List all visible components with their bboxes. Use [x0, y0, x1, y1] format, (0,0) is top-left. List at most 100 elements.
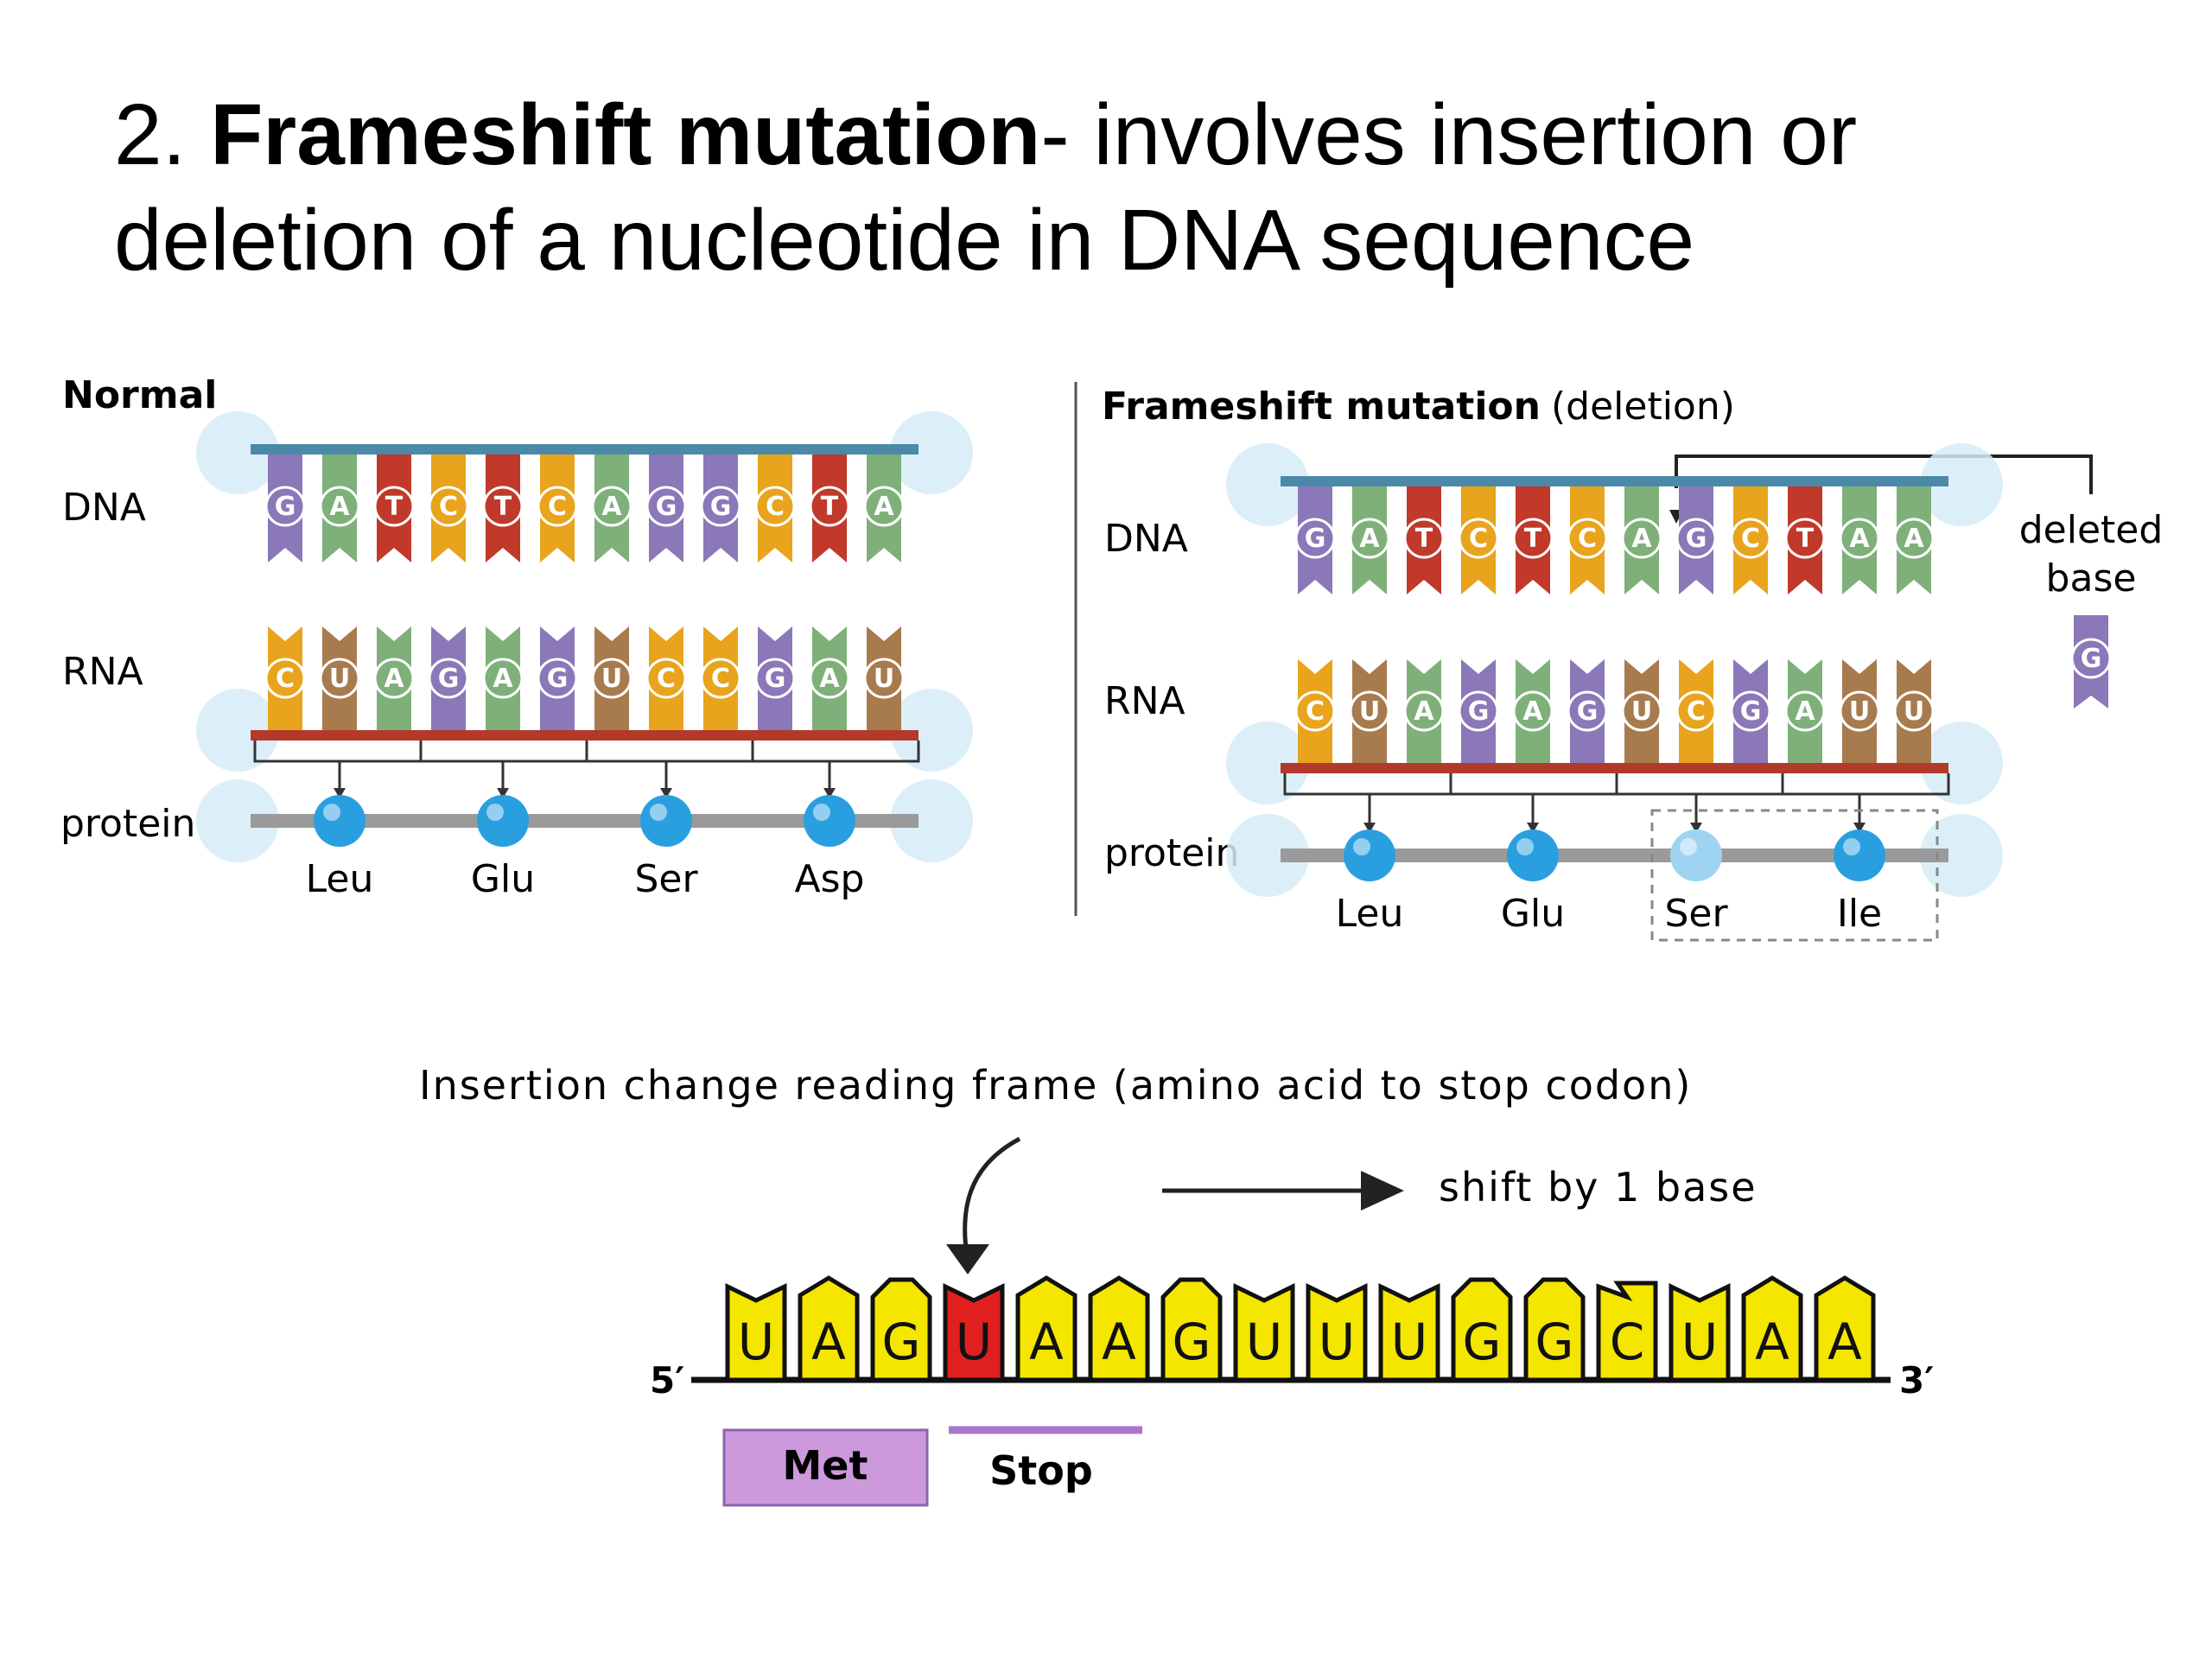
normal-dna-base-0-disc — [264, 486, 306, 527]
insertion-base-3 — [943, 1283, 1005, 1382]
normal-amino-ball-0 — [314, 795, 365, 847]
normal-dna-base-6-letter: A — [601, 492, 622, 522]
deletion-dna-base-11-letter: A — [1904, 524, 1924, 554]
deletion-amino-label-3: Ile — [1837, 892, 1882, 936]
normal-dna-base-9-disc — [754, 486, 796, 527]
deletion-dna-base-0-disc — [1294, 518, 1336, 559]
deletion-dna-glow-left — [1226, 443, 1309, 526]
normal-rna-base-11-disc — [863, 658, 905, 699]
deletion-rna-glow-left — [1226, 721, 1309, 804]
deletion-rna-backbone — [1281, 763, 1948, 773]
normal-codon-arrowhead-2 — [660, 788, 672, 798]
insertion-base-letter-9: U — [1391, 1313, 1427, 1371]
normal-dna-base-2-letter: T — [385, 492, 404, 522]
deletion-dna-base-9-letter: T — [1796, 524, 1815, 554]
met-codon-box — [722, 1428, 929, 1507]
deletion-dna-base-2-disc — [1403, 518, 1445, 559]
normal-rna-base-0-letter: C — [276, 664, 295, 694]
deletion-rna-base-0-letter: C — [1306, 696, 1325, 727]
deletion-rna-base-6-disc — [1621, 690, 1662, 732]
normal-amino-ball-1 — [477, 795, 529, 847]
shift-arrowhead — [1361, 1171, 1404, 1211]
normal-amino-label-1: Glu — [471, 857, 535, 901]
normal-dna-glow-right — [890, 411, 973, 494]
three-prime-label: 3′ — [1899, 1359, 1934, 1402]
deletion-codon-arrowhead-3 — [1853, 823, 1866, 833]
insertion-base-0 — [725, 1283, 787, 1382]
deletion-rna-base-1-letter: U — [1359, 696, 1380, 727]
normal-dna-glow-left — [196, 411, 279, 494]
insertion-base-letter-6: G — [1173, 1313, 1211, 1371]
deletion-dna-base-8-letter: C — [1741, 524, 1760, 554]
normal-rna-label: RNA — [62, 650, 143, 694]
deletion-rna-base-7-disc — [1675, 690, 1717, 732]
deletion-heading-line: Frameshift mutation(deletion) — [1102, 385, 1735, 429]
deletion-dna-glow-right — [1920, 443, 2003, 526]
normal-protein-label: protein — [60, 802, 195, 846]
deletion-rna-glow-right — [1920, 721, 2003, 804]
insertion-base-5 — [1088, 1275, 1150, 1382]
normal-rna-base-10-disc — [809, 658, 850, 699]
normal-dna-base-2-disc — [373, 486, 415, 527]
normal-heading: Normal — [62, 373, 217, 417]
insertion-base-letter-2: G — [882, 1313, 921, 1371]
insertion-arrowhead — [946, 1244, 989, 1274]
insertion-base-15 — [1814, 1275, 1876, 1382]
deletion-amino-ball-0 — [1344, 830, 1395, 881]
insertion-base-2 — [870, 1277, 932, 1382]
normal-dna-base-11-letter: A — [874, 492, 894, 522]
insertion-base-letter-15: A — [1827, 1313, 1862, 1371]
normal-codon-bracket-1 — [419, 741, 588, 763]
deletion-rna-base-7-letter: C — [1687, 696, 1706, 727]
normal-rna-base-7-letter: C — [657, 664, 676, 694]
deletion-dna-base-8-disc — [1730, 518, 1771, 559]
insertion-base-letter-14: A — [1755, 1313, 1789, 1371]
deletion-protein-chain — [1281, 849, 1948, 862]
insertion-base-letter-8: U — [1319, 1313, 1355, 1371]
normal-dna-base-3-disc — [428, 486, 469, 527]
insertion-base-letter-0: U — [738, 1313, 774, 1371]
insertion-base-11 — [1523, 1277, 1586, 1382]
insertion-base-letter-12: C — [1610, 1313, 1645, 1371]
deletion-heading-note: (deletion) — [1551, 385, 1735, 429]
normal-rna-base-8-disc — [700, 658, 741, 699]
insertion-base-6 — [1160, 1277, 1223, 1382]
deletion-heading: Frameshift mutation — [1102, 385, 1541, 429]
deletion-rna-base-11-disc — [1893, 690, 1935, 732]
deletion-amino-shine-2 — [1680, 838, 1697, 855]
deletion-rna-base-4-letter: A — [1522, 696, 1543, 727]
normal-amino-label-0: Leu — [306, 857, 374, 901]
deletion-rna-base-8-letter: G — [1740, 696, 1762, 727]
deleted-base-pointer — [1675, 454, 2093, 494]
deletion-amino-shine-0 — [1353, 838, 1370, 855]
insertion-base-4 — [1015, 1275, 1077, 1382]
deletion-amino-ball-1 — [1507, 830, 1559, 881]
changed-amino-box — [1650, 809, 1939, 942]
normal-rna-base-1-disc — [319, 658, 360, 699]
title-term: Frameshift mutation — [210, 86, 1041, 183]
normal-protein-chain — [251, 814, 918, 828]
normal-dna-base-4-letter: T — [494, 492, 512, 522]
normal-dna-base-1-letter: A — [329, 492, 350, 522]
insertion-base-1 — [798, 1275, 860, 1382]
normal-rna-base-2-disc — [373, 658, 415, 699]
normal-codon-bracket-3 — [751, 741, 920, 763]
deletion-dna-label: DNA — [1104, 517, 1188, 561]
insertion-base-letter-4: A — [1029, 1313, 1064, 1371]
normal-codon-arrowhead-1 — [497, 788, 509, 798]
normal-dna-base-0-letter: G — [275, 492, 296, 522]
normal-rna-glow-left — [196, 689, 279, 772]
normal-codon-arrowhead-0 — [334, 788, 346, 798]
normal-rna-base-8-letter: C — [711, 664, 730, 694]
deletion-rna-base-3-disc — [1458, 690, 1499, 732]
normal-dna-base-8-letter: G — [710, 492, 732, 522]
deletion-rna-base-10-disc — [1839, 690, 1880, 732]
normal-amino-shine-1 — [486, 804, 504, 821]
deletion-dna-base-1-letter: A — [1359, 524, 1380, 554]
normal-dna-base-9-letter: C — [766, 492, 785, 522]
deletion-codon-bracket-1 — [1449, 773, 1618, 796]
normal-dna-base-8-disc — [700, 486, 741, 527]
normal-dna-base-5-disc — [537, 486, 578, 527]
